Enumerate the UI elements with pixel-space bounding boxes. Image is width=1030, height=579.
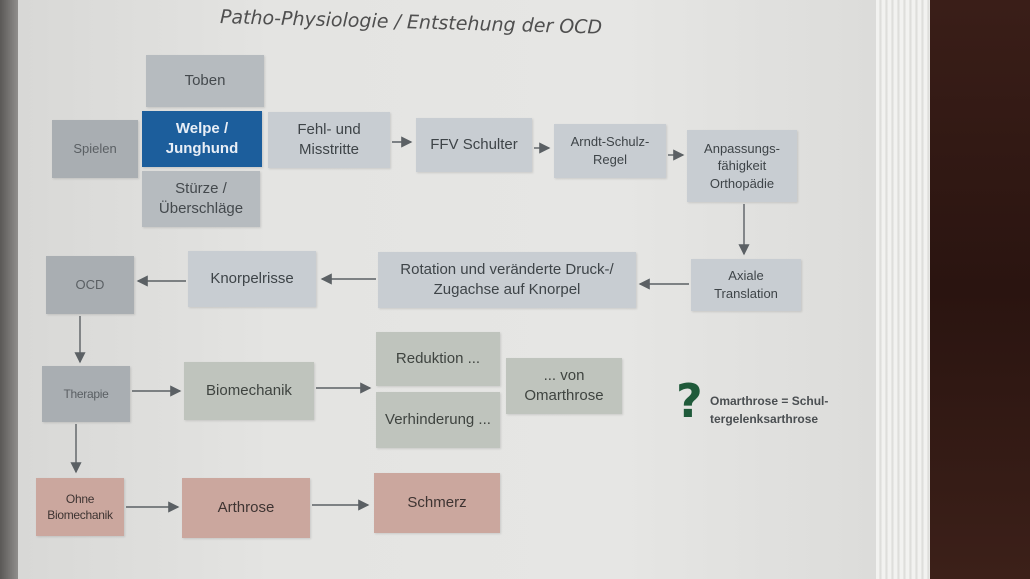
box-welpe-junghund: Welpe / Junghund <box>142 111 262 167</box>
box-reduktion: Reduktion ... <box>376 332 500 386</box>
box-spielen: Spielen <box>52 120 138 178</box>
omarthrose-definition: Omarthrose = Schul-tergelenksarthrose <box>710 394 829 426</box>
box-fehl-misstritte: Fehl- und Misstritte <box>268 112 390 168</box>
box-verhinderung: Verhinderung ... <box>376 392 500 448</box>
box-knorpelrisse: Knorpelrisse <box>188 251 316 307</box>
box-anpassungsfaehigkeit: Anpassungs-fähigkeit Orthopädie <box>687 130 797 202</box>
box-arthrose: Arthrose <box>182 478 310 538</box>
box-arndt-schulz-regel: Arndt-Schulz-Regel <box>554 124 666 178</box>
box-stuerze: Stürze / Überschläge <box>142 171 260 227</box>
box-toben: Toben <box>146 55 264 107</box>
page-gutter-shadow <box>0 0 22 579</box>
box-axiale-translation: Axiale Translation <box>691 259 801 311</box>
box-ffv-schulter: FFV Schulter <box>416 118 532 172</box>
question-mark-icon: ? <box>676 374 703 428</box>
box-biomechanik: Biomechanik <box>184 362 314 420</box>
box-von-omarthrose: ... von Omarthrose <box>506 358 622 414</box>
box-ohne-biomechanik: Ohne Biomechanik <box>36 478 124 536</box>
box-rotation-druckachse: Rotation und veränderte Druck-/ Zugachse… <box>378 252 636 308</box>
page-stack-edge <box>876 0 930 579</box>
background-surface <box>930 0 1030 579</box>
box-schmerz: Schmerz <box>374 473 500 533</box>
box-therapie: Therapie <box>42 366 130 422</box>
box-ocd: OCD <box>46 256 134 314</box>
